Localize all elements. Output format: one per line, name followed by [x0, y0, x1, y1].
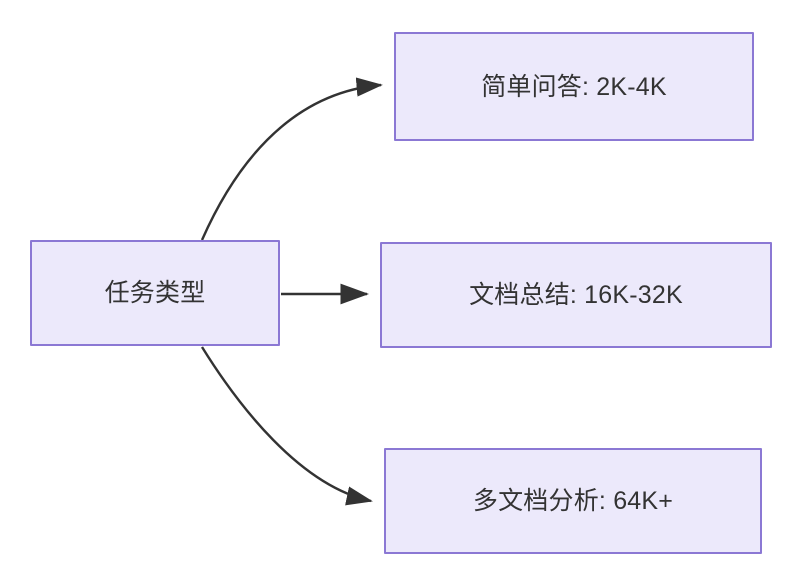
node-task-type[interactable]: 任务类型 — [30, 240, 280, 346]
node-doc-summary-label: 文档总结: 16K-32K — [469, 281, 683, 309]
node-multi-doc-analysis[interactable]: 多文档分析: 64K+ — [384, 448, 762, 554]
node-task-type-label: 任务类型 — [104, 279, 206, 307]
node-multi-doc-analysis-label: 多文档分析: 64K+ — [472, 487, 674, 515]
node-simple-qa-label: 简单问答: 2K-4K — [481, 72, 667, 101]
node-doc-summary[interactable]: 文档总结: 16K-32K — [380, 242, 772, 348]
edge-task-type-to-multi-doc-analysis — [200, 346, 373, 506]
node-simple-qa[interactable]: 简单问答: 2K-4K — [394, 32, 754, 141]
edge-task-type-to-simple-qa — [200, 77, 383, 241]
